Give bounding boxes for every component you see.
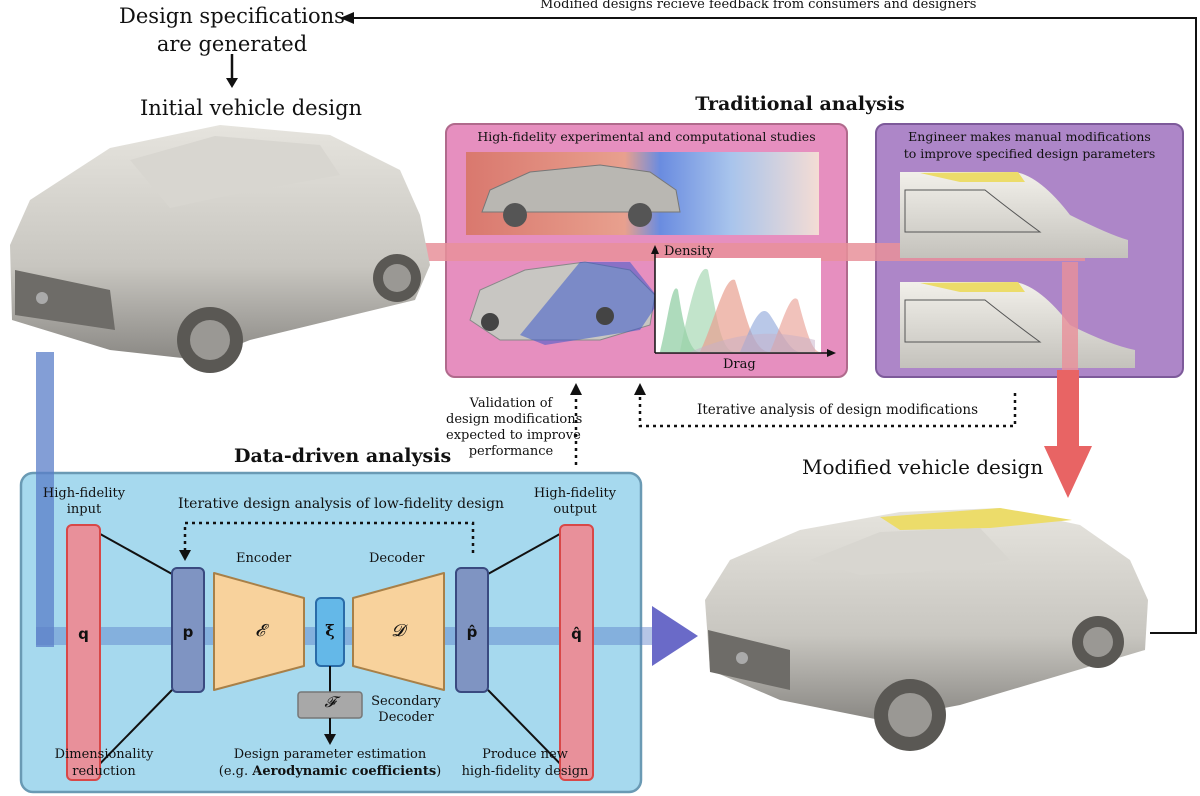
q-symbol: q xyxy=(78,625,89,643)
hf-output-line-2: output xyxy=(553,502,597,517)
decoder-shape xyxy=(352,572,445,691)
p-symbol: p xyxy=(182,623,194,641)
cfd-flow-image xyxy=(466,152,819,235)
spec-line-2: are generated xyxy=(156,32,308,56)
validation-dotted-arrow xyxy=(570,383,582,465)
secondary-decoder-label: Secondary Decoder xyxy=(366,694,446,726)
produce-label: Produce new high-fidelity design xyxy=(450,746,600,780)
decoder-label: Decoder xyxy=(369,551,425,566)
validation-line-4: performance xyxy=(468,444,554,459)
initial-design-label: Initial vehicle design xyxy=(140,96,363,120)
engineer-line-1: Engineer makes manual modifications xyxy=(908,129,1151,144)
aero-prefix: (e.g. xyxy=(218,764,253,779)
modified-design-down-arrow xyxy=(1044,370,1092,498)
spec-down-arrow xyxy=(226,54,238,88)
iterative-analysis-label: Iterative analysis of design modificatio… xyxy=(697,402,979,418)
feedback-label: Modified designs recieve feedback from c… xyxy=(540,0,977,12)
data-driven-title: Data-driven analysis xyxy=(234,445,452,467)
q-hat-symbol: q̂ xyxy=(571,625,582,643)
modified-design-label: Modified vehicle design xyxy=(802,455,1044,479)
density-axis-label: Density xyxy=(664,244,714,259)
engineer-label: Engineer makes manual modifications to i… xyxy=(876,128,1183,162)
isosurface-car-image xyxy=(469,261,660,345)
engineer-vertical-bar xyxy=(1062,262,1078,382)
hf-input-line-1: High-fidelity xyxy=(42,486,126,501)
p-hat-box xyxy=(455,567,489,693)
aero-line: (e.g. Aerodynamic coefficients) xyxy=(218,763,442,780)
produce-line-1: Produce new xyxy=(482,747,568,762)
data-driven-right-arrow xyxy=(652,606,698,666)
aero-bold: Aerodynamic coefficients xyxy=(252,764,437,779)
validation-line-1: Validation of xyxy=(469,396,553,411)
spec-line-1: Design specifications xyxy=(119,4,345,28)
dimred-line-1: Dimensionality xyxy=(54,747,154,762)
low-fidelity-dotted-arrow xyxy=(179,521,475,561)
xi-symbol: ξ xyxy=(325,621,335,640)
spec-label: Design specifications are generated xyxy=(108,2,356,58)
drag-axis-label: Drag xyxy=(723,357,756,372)
initial-vehicle-image xyxy=(10,125,430,373)
encoder-label: Encoder xyxy=(236,551,292,566)
p-latent-box xyxy=(171,567,205,693)
traditional-title: Traditional analysis xyxy=(695,93,905,115)
iterative-low-fidelity-label: Iterative design analysis of low-fidelit… xyxy=(178,496,505,512)
decoder-symbol: 𝓓 xyxy=(391,621,405,641)
dimensionality-label: Dimensionality reduction xyxy=(24,746,184,780)
validation-line-2: design modifications xyxy=(446,412,583,427)
produce-line-2: high-fidelity design xyxy=(461,764,589,779)
dimred-line-2: reduction xyxy=(72,764,136,779)
f-symbol: 𝓕 xyxy=(324,693,336,711)
param-down-arrow xyxy=(324,718,336,745)
data-driven-vertical-bar xyxy=(36,352,54,647)
hf-output-label: High-fidelity output xyxy=(525,486,625,518)
param-estimation-label: Design parameter estimation (e.g. Aerody… xyxy=(218,746,442,780)
q-hat-output-box xyxy=(559,524,594,781)
hf-input-label: High-fidelity input xyxy=(34,486,134,518)
validation-line-3: expected to improve xyxy=(446,428,581,443)
secondary-line-2: Decoder xyxy=(378,710,434,725)
hf-studies-label: High-fidelity experimental and computati… xyxy=(477,129,816,144)
hf-output-line-1: High-fidelity xyxy=(533,486,617,501)
feedback-loop-arrow xyxy=(340,12,1197,634)
iterative-dotted-arrow xyxy=(634,383,1017,428)
encoder-symbol: 𝓔 xyxy=(255,621,265,641)
p-hat-symbol: p̂ xyxy=(466,623,478,641)
q-input-box xyxy=(66,524,101,781)
engineer-line-2: to improve specified design parameters xyxy=(903,146,1156,161)
density-chart xyxy=(651,245,836,357)
engineer-profile-top xyxy=(900,172,1128,258)
secondary-line-1: Secondary xyxy=(371,694,441,709)
hf-input-line-2: input xyxy=(66,502,102,517)
encoder-shape xyxy=(213,572,305,691)
param-est-line: Design parameter estimation xyxy=(233,747,427,762)
aero-suffix: ) xyxy=(436,764,442,779)
modified-vehicle-image xyxy=(705,508,1148,751)
validation-label: Validation of design modifications expec… xyxy=(446,396,583,460)
